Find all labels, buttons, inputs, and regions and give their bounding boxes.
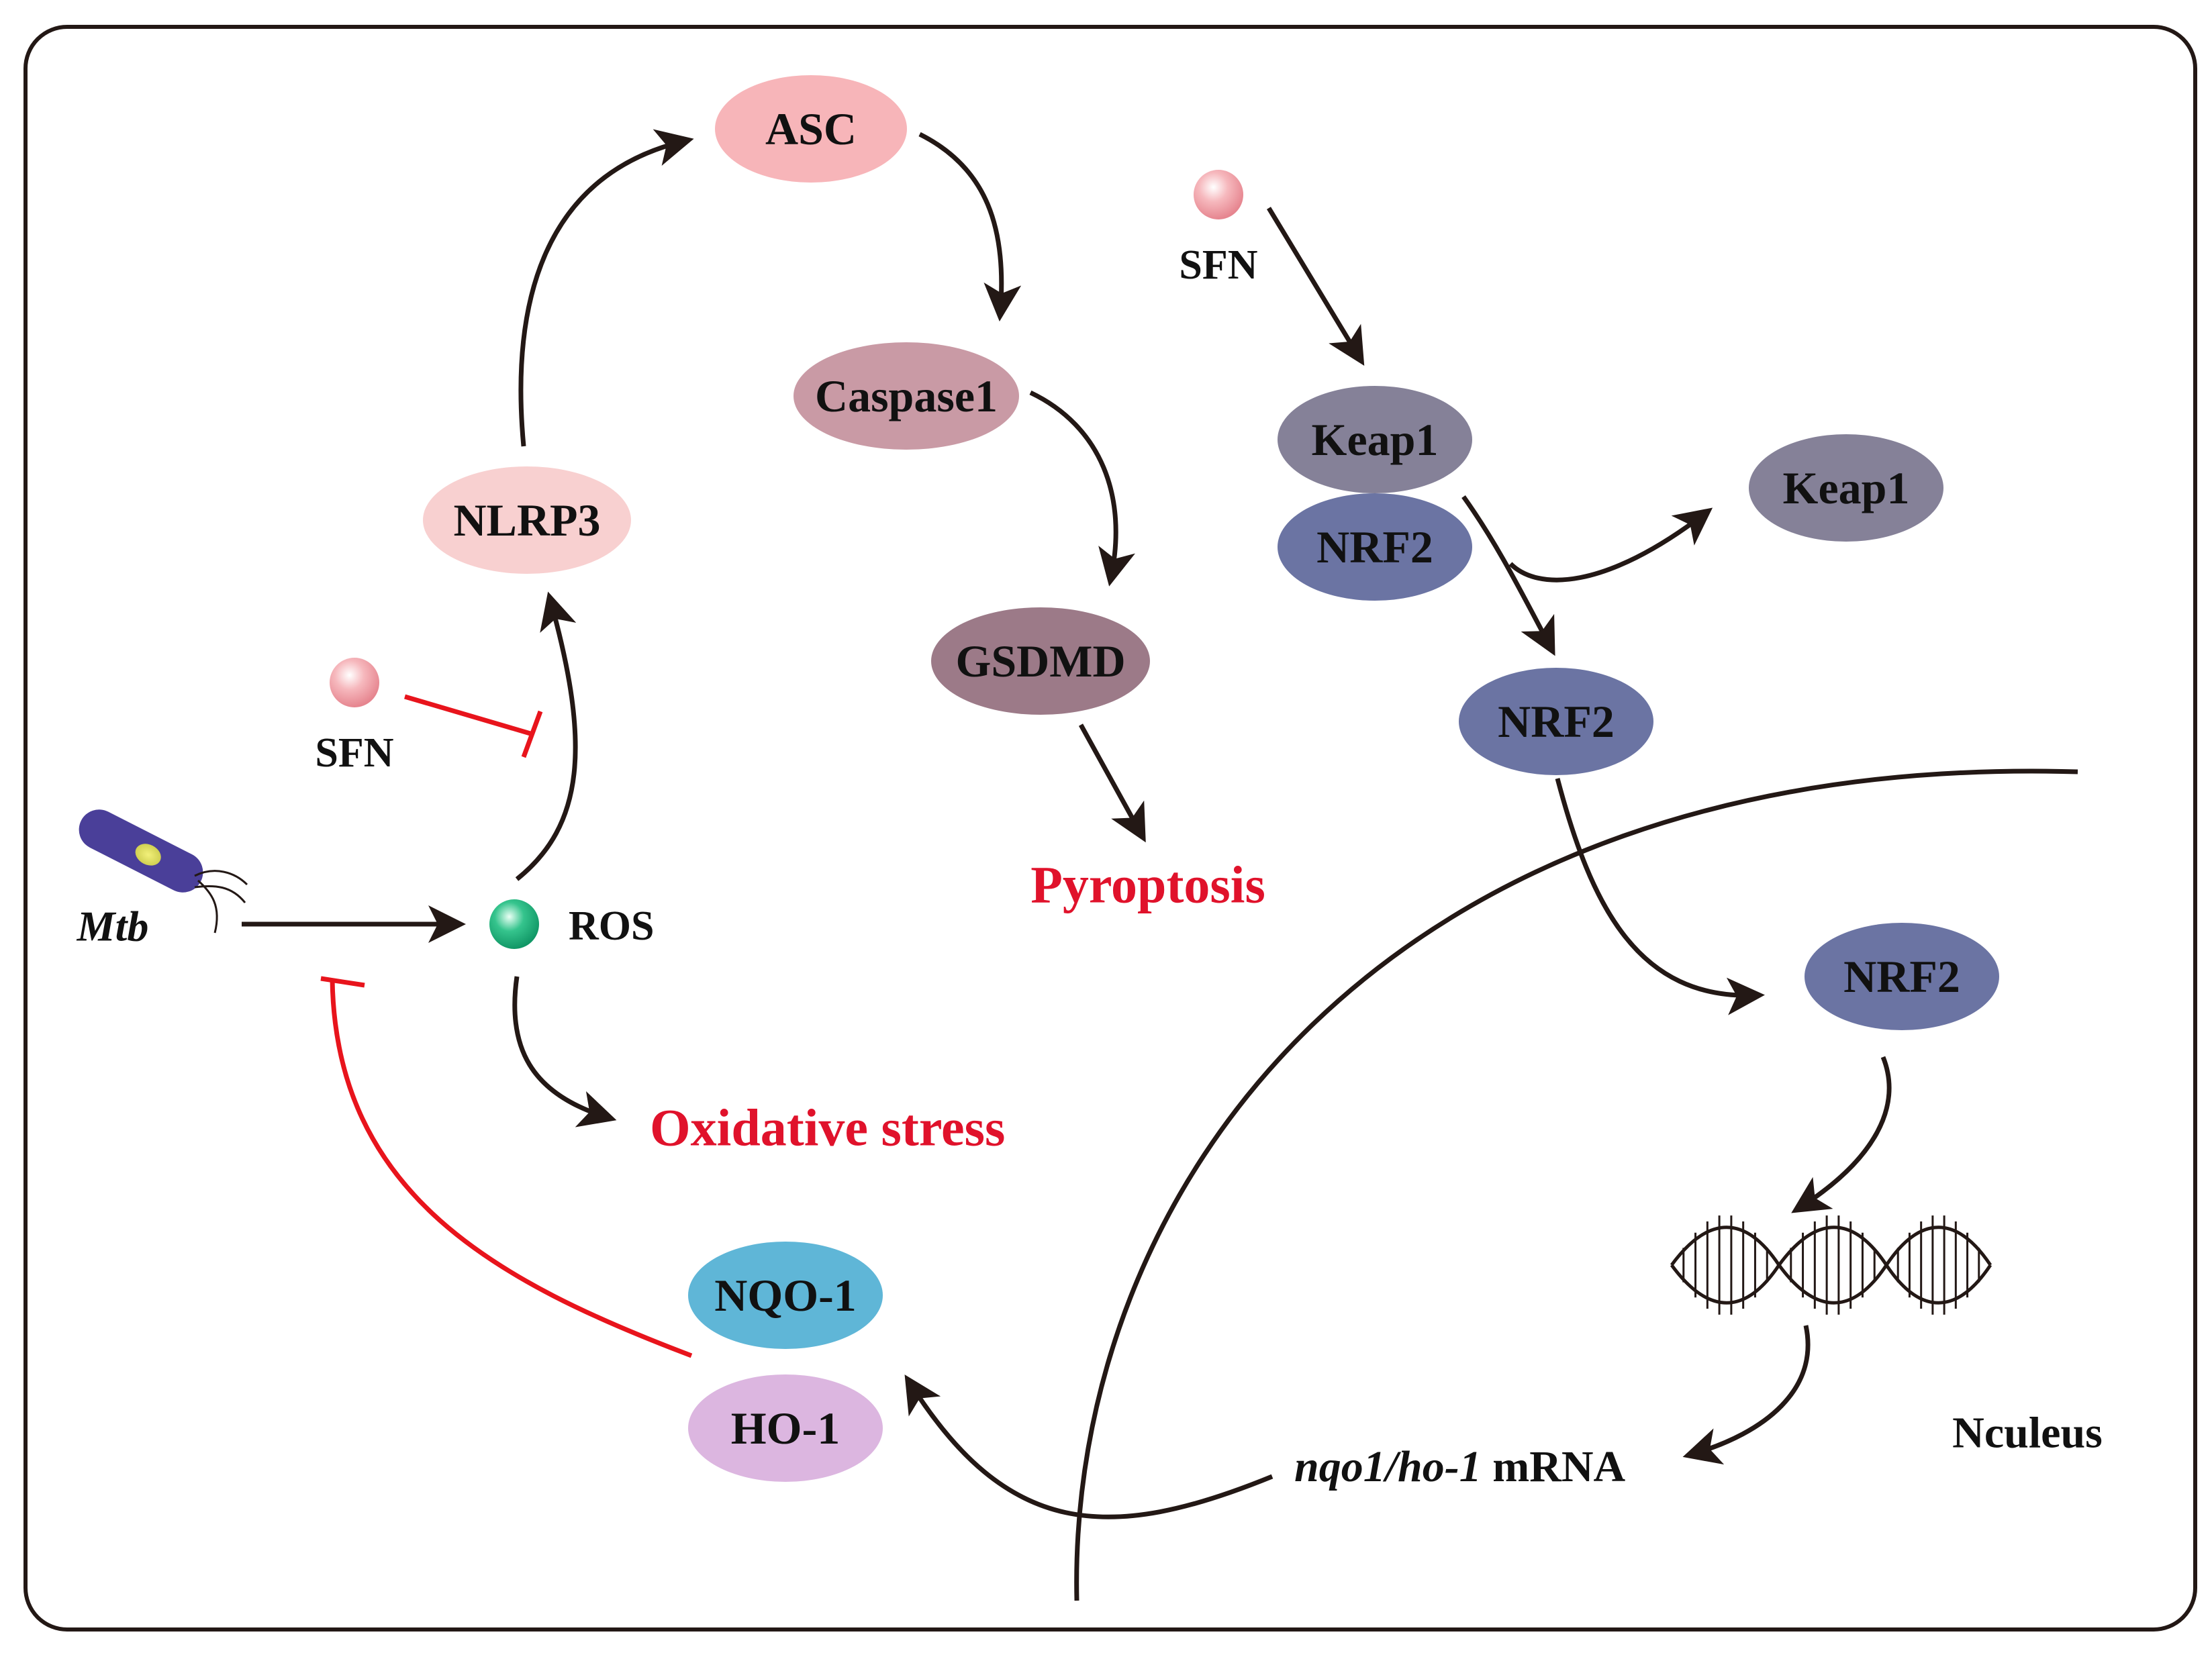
node-nqo1-label: NQO-1	[714, 1270, 857, 1321]
node-asc-label: ASC	[765, 103, 857, 154]
node-ho1-label: HO-1	[731, 1403, 840, 1454]
arrow-mrna-to-enzymes	[904, 1374, 1273, 1519]
cell-frame	[23, 25, 2197, 1632]
sfn-molecule-left: SFN	[315, 658, 394, 776]
node-caspase1-label: Caspase1	[815, 370, 998, 421]
ros-label: ROS	[569, 903, 654, 949]
node-asc: ASC	[715, 75, 907, 183]
inhibition-sfn-ros-nlrp3	[404, 694, 543, 758]
node-nrf2-complex-label: NRF2	[1316, 521, 1433, 572]
dna-helix-icon	[1670, 1215, 1992, 1315]
arrow-ros-to-nlrp3	[515, 591, 578, 881]
node-nrf2-cytoplasm-label: NRF2	[1498, 696, 1615, 747]
node-keap1-free: Keap1	[1749, 434, 1943, 542]
mrna-suffix: mRNA	[1482, 1442, 1626, 1491]
inhibition-enzymes-to-mtb	[320, 976, 693, 1358]
mtb-label: Mtb	[77, 903, 149, 950]
node-nqo1-ho1: NQO-1 HO-1	[688, 1242, 883, 1482]
mrna-gene-names: nqo1/ho-1	[1294, 1442, 1482, 1491]
arrow-gsdmd-to-pyroptosis	[1078, 723, 1146, 843]
arrow-nlrp3-to-asc	[518, 129, 694, 447]
node-keap1-nrf2-complex: Keap1 NRF2	[1278, 386, 1472, 601]
oxidative-stress-label: Oxidative stress	[650, 1099, 1005, 1157]
nucleus-membrane	[1074, 768, 2078, 1601]
node-gsdmd-label: GSDMD	[955, 636, 1125, 687]
ros-molecule: ROS	[489, 899, 654, 949]
sfn-top-label: SFN	[1179, 242, 1257, 288]
arrow-sfn-to-keap1	[1267, 207, 1365, 366]
node-keap1-free-label: Keap1	[1783, 462, 1910, 513]
node-keap1-complex-label: Keap1	[1312, 414, 1439, 465]
mrna-label: nqo1/ho-1 mRNA	[1294, 1442, 1626, 1491]
node-nrf2-cytoplasm: NRF2	[1459, 668, 1653, 775]
pyroptosis-label: Pyroptosis	[1030, 856, 1265, 914]
arrow-ros-to-oxidative-stress	[512, 976, 617, 1127]
mtb-bacterium-icon	[79, 809, 248, 934]
nucleus-label: Nculeus	[1952, 1409, 2103, 1458]
sfn-molecule-top: SFN	[1179, 170, 1258, 288]
node-nlrp3-label: NLRP3	[453, 495, 600, 546]
arrow-asc-to-caspase1	[918, 132, 1022, 321]
arrow-complex-to-nrf2	[1461, 495, 1555, 656]
arrow-dna-to-mrna	[1682, 1325, 1811, 1465]
arrow-caspase1-to-gsdmd	[1029, 390, 1135, 587]
node-gsdmd: GSDMD	[931, 607, 1150, 715]
arrow-release-keap1	[1508, 507, 1713, 583]
node-caspase1: Caspase1	[794, 342, 1019, 450]
node-nrf2-nucleus-label: NRF2	[1843, 951, 1960, 1002]
arrow-nrf2-to-dna	[1791, 1056, 1892, 1213]
sfn-left-label: SFN	[315, 730, 393, 776]
dna-base-pairs	[1682, 1215, 1980, 1315]
arrow-nrf2-translocation	[1555, 778, 1765, 1015]
node-nrf2-nucleus: NRF2	[1805, 923, 1999, 1030]
node-nlrp3: NLRP3	[423, 466, 631, 574]
